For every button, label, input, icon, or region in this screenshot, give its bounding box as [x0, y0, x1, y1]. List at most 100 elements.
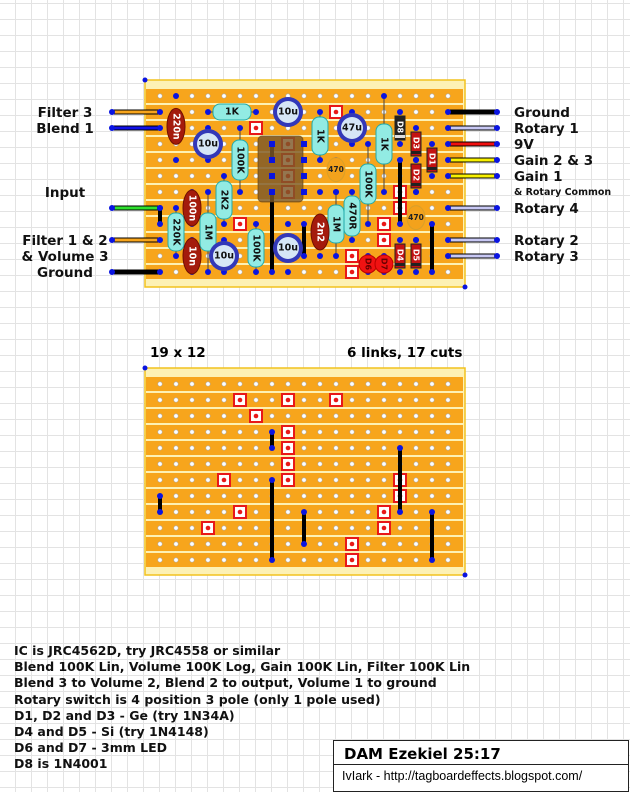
- hole: [173, 173, 179, 179]
- film-capacitor: [182, 189, 202, 227]
- pad-dot: [173, 93, 179, 99]
- ic-pin: [301, 157, 307, 163]
- component-label: 100K: [251, 234, 262, 262]
- hole: [349, 525, 355, 531]
- hole: [349, 445, 355, 451]
- hole: [301, 205, 307, 211]
- hole: [333, 493, 339, 499]
- hole: [301, 493, 307, 499]
- hole: [253, 557, 259, 563]
- component-label: D5: [412, 249, 421, 262]
- hole: [173, 381, 179, 387]
- hole: [413, 557, 419, 563]
- pad-dot: [157, 237, 163, 243]
- component-label: 1K: [315, 129, 326, 144]
- component-label: 10u: [278, 243, 298, 254]
- hole: [381, 429, 387, 435]
- hole: [301, 125, 307, 131]
- pad-dot: [109, 237, 115, 243]
- pad-dot: [285, 269, 291, 275]
- note: Rotary switch is 4 position 3 pole (only…: [14, 691, 381, 707]
- hole: [333, 413, 339, 419]
- pad-dot: [333, 253, 339, 259]
- hole: [189, 397, 195, 403]
- track-cut-dot: [349, 269, 355, 275]
- hole: [205, 557, 211, 563]
- component-label: 1K: [225, 107, 240, 118]
- hole: [301, 93, 307, 99]
- component-label: 470: [328, 165, 344, 174]
- hole: [173, 541, 179, 547]
- pad-dot: [445, 237, 451, 243]
- pad-dot: [157, 509, 163, 515]
- pad-dot: [365, 141, 371, 147]
- hole: [221, 429, 227, 435]
- note: Blend 3 to Volume 2, Blend 2 to output, …: [14, 675, 437, 691]
- hole: [173, 525, 179, 531]
- hole: [253, 477, 259, 483]
- hole: [397, 557, 403, 563]
- track-cut-dot: [285, 397, 291, 403]
- diode: [410, 163, 422, 189]
- pad-dot: [317, 157, 323, 163]
- pad-dot: [269, 445, 275, 451]
- hole: [237, 477, 243, 483]
- label-rotary-4: Rotary 4: [514, 201, 579, 217]
- diode-band: [427, 167, 437, 170]
- pad-dot: [494, 109, 500, 115]
- ic-pin: [301, 173, 307, 179]
- hole: [381, 413, 387, 419]
- component-label: 10u: [214, 251, 234, 262]
- pad-dot: [494, 141, 500, 147]
- led: [374, 254, 394, 274]
- component-label: 100K: [235, 146, 246, 174]
- hole: [221, 445, 227, 451]
- hole: [253, 525, 259, 531]
- hole: [205, 381, 211, 387]
- hole: [221, 541, 227, 547]
- hole: [173, 413, 179, 419]
- pad-dot: [494, 237, 500, 243]
- hole: [365, 381, 371, 387]
- hole: [413, 397, 419, 403]
- pad-dot: [429, 509, 435, 515]
- hole: [269, 397, 275, 403]
- hole: [173, 397, 179, 403]
- hole: [189, 93, 195, 99]
- label-input: Input: [44, 185, 86, 201]
- hole: [349, 461, 355, 467]
- title-box: DAM Ezekiel 25:17 IvIark - http://tagboa…: [333, 740, 629, 792]
- hole: [317, 173, 323, 179]
- hole: [381, 557, 387, 563]
- label-9v: 9V: [514, 137, 534, 153]
- component-label: 470R: [347, 202, 358, 230]
- pad-dot: [429, 557, 435, 563]
- board-summary: 6 links, 17 cuts: [347, 345, 463, 361]
- hole: [237, 493, 243, 499]
- pad-dot: [429, 173, 435, 179]
- electrolytic-capacitor-top: [197, 133, 219, 155]
- hole: [429, 205, 435, 211]
- hole: [189, 525, 195, 531]
- component-label: 100n: [187, 195, 198, 222]
- component-label: 2n2: [315, 222, 326, 242]
- hole: [429, 445, 435, 451]
- pad-dot: [397, 157, 403, 163]
- label-rotary-common: & Rotary Common: [514, 187, 612, 198]
- pad-dot: [317, 109, 323, 115]
- hole: [301, 445, 307, 451]
- electrolytic-capacitor-top: [213, 245, 235, 267]
- hole: [253, 541, 259, 547]
- hole: [413, 93, 419, 99]
- pad-dot: [157, 205, 163, 211]
- hole: [157, 541, 163, 547]
- resistor-r10: [247, 228, 265, 268]
- hole: [333, 509, 339, 515]
- hole: [301, 461, 307, 467]
- project-title: DAM Ezekiel 25:17: [334, 741, 628, 765]
- hole: [189, 429, 195, 435]
- hole: [333, 381, 339, 387]
- hole: [317, 477, 323, 483]
- hole: [365, 93, 371, 99]
- hole: [445, 493, 451, 499]
